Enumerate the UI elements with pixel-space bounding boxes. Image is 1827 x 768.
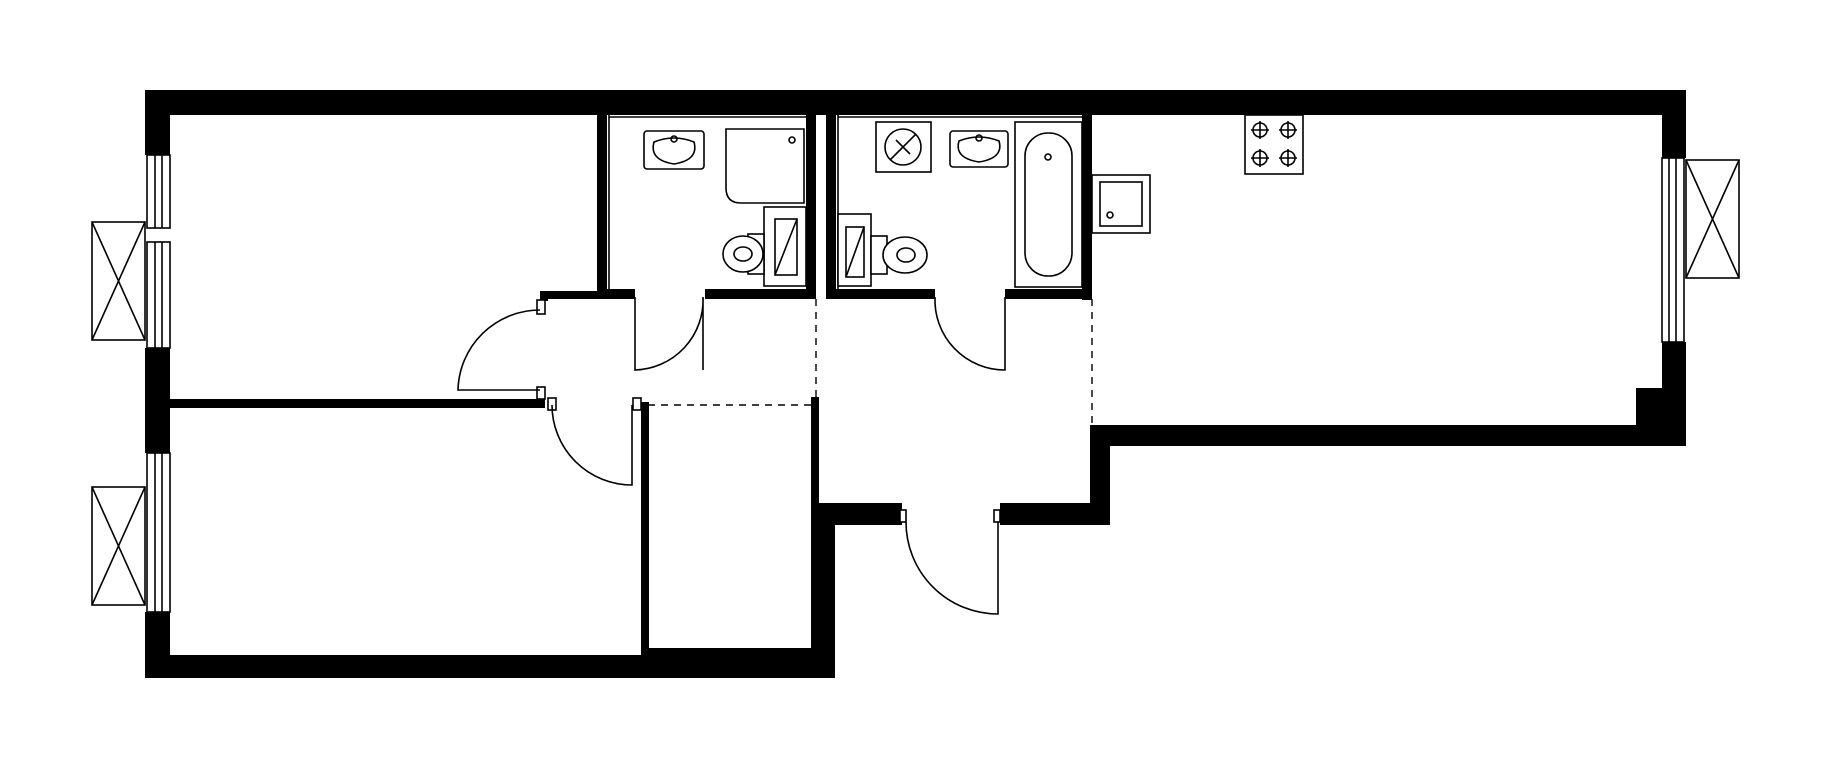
bath1-bottom-wall-left	[597, 289, 635, 299]
jamb-bedroom1-top	[536, 299, 546, 315]
toilet-icon	[870, 235, 928, 275]
bath2-bottom-wall-right	[1005, 289, 1092, 299]
bathroom-1-fixtures	[608, 115, 807, 289]
outer-walls	[145, 90, 1686, 678]
entry-wall-left	[815, 503, 902, 525]
closet-bottom-wall	[641, 648, 819, 656]
shower-tray-icon	[725, 128, 805, 204]
doors	[457, 296, 1006, 615]
bath-separator-wall-a	[806, 115, 816, 292]
jamb-entry-left	[899, 509, 907, 523]
cistern-icon	[763, 206, 807, 287]
hall-short-wall-join	[540, 291, 597, 299]
cooktop-icon	[1244, 114, 1304, 175]
window-bedroom-bottom	[146, 241, 171, 349]
closet-right-wall	[811, 397, 819, 656]
window-kitchen	[1661, 157, 1685, 343]
door-bedroom1-swing	[457, 309, 541, 391]
top-outer-wall	[145, 90, 1686, 115]
bathroom-2-fixtures	[837, 115, 1083, 289]
bath2-right-wall	[1082, 115, 1092, 300]
sink-icon	[949, 130, 1009, 168]
toilet-icon	[722, 233, 765, 275]
kitchen-sink-icon	[1091, 174, 1151, 234]
window-bedroom-top	[146, 154, 171, 229]
door-jambs	[536, 299, 1001, 523]
zone-boundaries	[648, 299, 1093, 425]
kitchen-bottom-wall	[1090, 425, 1686, 446]
left-outer-wall-middle	[145, 348, 170, 453]
corridor-outer-wall	[815, 503, 835, 678]
kitchen-step-wall	[1090, 425, 1110, 525]
bottom-outer-wall-left	[145, 655, 835, 678]
interior-walls	[170, 115, 1092, 656]
jamb-entry-right	[993, 509, 1001, 523]
bath1-left-wall	[597, 115, 607, 292]
jamb-closet	[632, 397, 642, 411]
window-bedroom-left	[146, 452, 171, 613]
door-bedroom2-swing	[551, 404, 633, 486]
cistern-icon	[837, 213, 872, 287]
sink-icon	[643, 130, 705, 170]
bath1-bottom-wall-right	[705, 289, 816, 299]
jamb-bedroom1-bottom	[536, 386, 546, 400]
balcony-left-bottom	[91, 486, 146, 606]
door-entry-swing	[905, 521, 999, 615]
bedrooms-divider-wall	[170, 399, 545, 408]
kitchen-fixtures	[1091, 114, 1304, 234]
right-outer-wall-lower	[1662, 342, 1686, 446]
windows	[146, 154, 1685, 613]
entry-wall-right	[1000, 503, 1110, 525]
bath-separator-wall-b	[826, 115, 836, 292]
bath2-bottom-wall-left	[826, 289, 935, 299]
door-bath2-swing	[934, 296, 1006, 371]
balconies	[91, 159, 1740, 606]
washing-machine-icon	[875, 121, 932, 173]
closet-left-wall	[641, 402, 649, 656]
balcony-left-top	[91, 221, 146, 341]
bathtub-icon	[1014, 121, 1083, 288]
left-outer-wall-upper	[145, 90, 170, 155]
right-outer-wall-upper	[1662, 90, 1686, 158]
door-bath1-swing	[634, 296, 704, 371]
balcony-right	[1685, 159, 1740, 279]
